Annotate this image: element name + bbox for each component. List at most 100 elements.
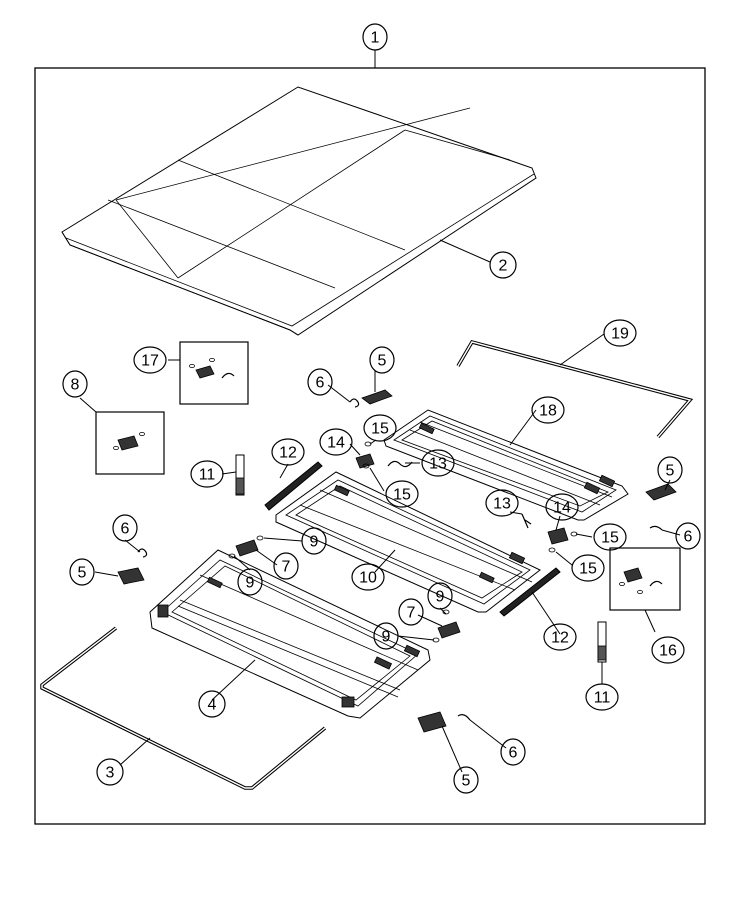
strut-left [235,454,245,496]
seal-rear [456,339,694,439]
callout-16: 16 [651,636,685,664]
spring-13-right [521,513,532,529]
seal-gasket [40,626,327,790]
callout-7-right: 7 [398,598,424,626]
rail-strip-left [264,461,323,511]
callout-label: 6 [684,529,693,546]
callout-15-d: 15 [571,554,605,582]
callout-label: 13 [493,496,511,513]
latch-5-right [645,483,677,501]
callout-15-a: 15 [363,414,397,442]
callout-label: 9 [436,589,445,606]
callout-label: 11 [199,467,216,484]
callout-9-b: 9 [237,568,263,596]
callout-5-right: 5 [657,456,683,484]
callout-label: 5 [378,353,387,370]
callout-1: 1 [362,23,388,51]
callout-12-right: 12 [543,623,577,651]
assembly-frame [34,67,706,825]
clip-6-right [649,525,663,531]
callout-11-left: 11 [190,460,224,488]
callout-5-left: 5 [69,558,95,586]
callout-label: 19 [611,326,629,343]
inset-box-17 [179,341,249,405]
callout-2: 2 [489,251,517,279]
callout-11-right: 11 [585,683,619,711]
clip-6-left [137,548,148,558]
callout-label: 14 [327,435,345,452]
callout-label: 6 [509,745,518,762]
hinge-14-left [355,453,375,469]
callout-label: 6 [316,375,325,392]
callout-label: 6 [121,521,130,538]
callout-label: 17 [141,353,159,370]
frame-section-front [149,549,431,719]
callout-label: 14 [553,500,571,517]
latch-5-top [361,389,393,405]
callout-label: 9 [382,629,391,646]
callout-10: 10 [351,563,385,591]
callout-9-c: 9 [427,582,453,610]
callout-13-b: 13 [485,489,519,517]
pin-15 [362,441,578,553]
callout-15-b: 15 [385,480,419,508]
callout-label: 3 [106,765,115,782]
callout-18: 18 [531,396,565,424]
callout-label: 5 [666,463,675,480]
hinge-7-right [437,621,461,639]
callout-label: 12 [279,445,297,462]
callout-label: 15 [579,561,597,578]
callout-17: 17 [133,346,167,374]
callout-6-top: 6 [307,368,333,396]
inset-box-16 [609,547,681,611]
callout-7-left: 7 [273,552,299,580]
spring-13-left [387,460,413,468]
callout-label: 7 [407,605,416,622]
callout-label: 12 [551,630,569,647]
rail-strip-right [499,567,561,617]
callout-label: 15 [393,487,411,504]
callout-8: 8 [62,370,88,398]
callout-6-right: 6 [675,522,701,550]
frame-section-rear [383,409,629,521]
callout-label: 5 [462,773,471,790]
callout-label: 9 [310,534,319,551]
callout-label: 1 [371,30,380,47]
callout-12-left: 12 [271,438,305,466]
callout-3: 3 [96,758,124,786]
callout-label: 11 [594,690,611,707]
callout-13-a: 13 [421,449,455,477]
hinge-14-right [547,527,569,545]
callout-15-c: 15 [593,523,627,551]
callout-14-b: 14 [545,493,579,521]
latch-5-bottom [417,711,447,733]
callout-label: 9 [246,575,255,592]
callout-6-bottom: 6 [500,738,526,766]
callout-label: 4 [208,697,217,714]
cover-panel [61,86,537,336]
strut-right [597,621,607,663]
callout-label: 16 [659,643,677,660]
callout-label: 5 [78,565,87,582]
frame-section-middle [275,471,541,613]
callout-label: 13 [429,456,447,473]
callout-4: 4 [198,690,226,718]
callout-label: 10 [359,570,377,587]
callout-label: 8 [71,377,80,394]
clip-6-top [349,398,360,408]
callout-label: 15 [601,530,619,547]
latch-5-left [117,567,145,585]
callout-19: 19 [603,319,637,347]
callout-14-a: 14 [319,428,353,456]
clip-6-bottom [457,714,471,721]
hinge-7-left [235,539,259,557]
inset-box-8 [95,411,165,475]
callout-6-left: 6 [112,514,138,542]
callout-9-d: 9 [373,622,399,650]
callout-label: 2 [499,258,508,275]
callout-5-top: 5 [369,346,395,374]
callout-label: 18 [539,403,557,420]
callout-label: 15 [371,421,389,438]
callout-label: 7 [282,559,291,576]
